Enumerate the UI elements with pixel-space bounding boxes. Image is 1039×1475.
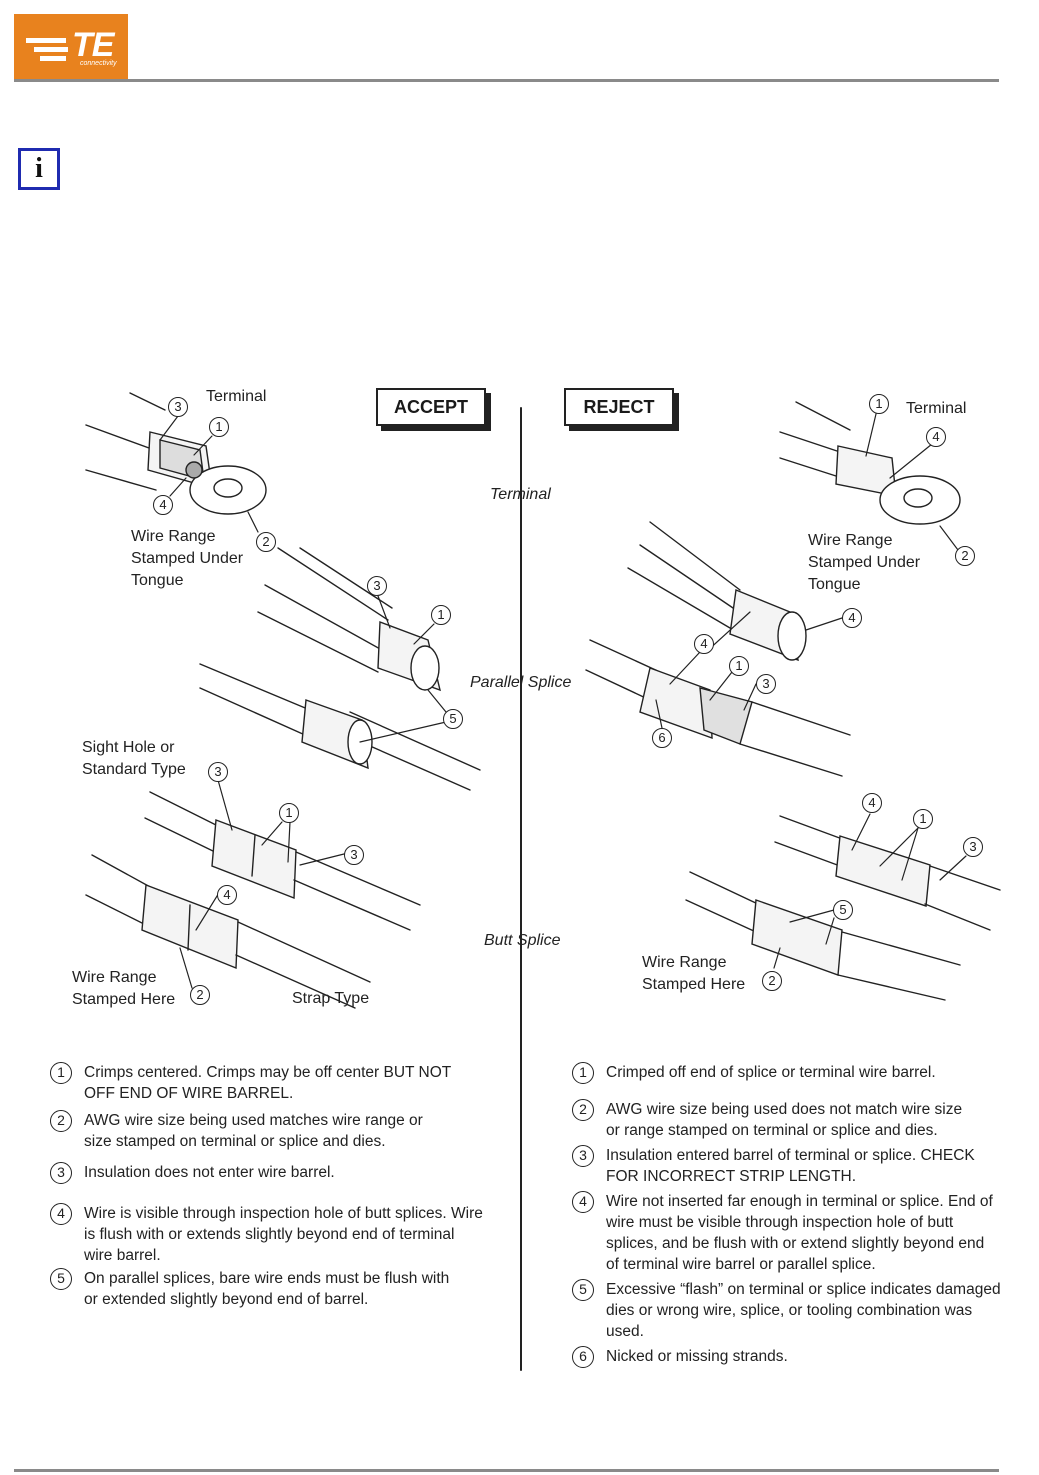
callout-1: 1 xyxy=(209,417,229,437)
callout-1: 1 xyxy=(431,605,451,625)
callout-1: 1 xyxy=(913,809,933,829)
note-number: 2 xyxy=(50,1110,72,1132)
logo-text: TE xyxy=(72,26,114,64)
note-text: Crimps centered. Crimps may be off cente… xyxy=(84,1064,452,1102)
info-glyph: i xyxy=(35,153,43,184)
callout-4: 4 xyxy=(926,427,946,447)
te-logo: TE connectivity xyxy=(14,14,128,79)
callout-4: 4 xyxy=(694,634,714,654)
note-text: Crimped off end of splice or terminal wi… xyxy=(606,1064,936,1081)
reject-terminal-title: Terminal xyxy=(906,400,967,417)
callout-1: 1 xyxy=(869,394,889,414)
logo-stripes xyxy=(26,38,68,61)
note-number: 5 xyxy=(50,1268,72,1290)
note-text: Insulation does not enter wire barrel. xyxy=(84,1164,335,1181)
callout-3: 3 xyxy=(168,397,188,417)
accept-parallel-splice-illustration xyxy=(199,547,481,791)
accept-banner: ACCEPT xyxy=(376,388,486,426)
callout-2: 2 xyxy=(955,546,975,566)
accept-wire-range-here: Wire Range Stamped Here xyxy=(72,969,176,1008)
accept-note-4: 4 Wire is visible through inspection hol… xyxy=(50,1203,510,1266)
note-number: 4 xyxy=(50,1203,72,1225)
note-text: Wire not inserted far enough in terminal… xyxy=(606,1193,993,1273)
accept-note-2: 2 AWG wire size being used matches wire … xyxy=(50,1110,510,1152)
callout-1: 1 xyxy=(279,803,299,823)
note-text: Excessive “flash” on terminal or splice … xyxy=(606,1281,1001,1340)
reject-note-4: 4 Wire not inserted far enough in termin… xyxy=(572,1191,1012,1275)
note-text: Nicked or missing strands. xyxy=(606,1348,788,1365)
note-number: 3 xyxy=(572,1145,594,1167)
callout-1: 1 xyxy=(729,656,749,676)
callout-3: 3 xyxy=(963,837,983,857)
accept-note-5: 5 On parallel splices, bare wire ends mu… xyxy=(50,1268,510,1310)
callout-5: 5 xyxy=(833,900,853,920)
accept-strap-type-label: Strap Type xyxy=(292,990,370,1007)
note-text: On parallel splices, bare wire ends must… xyxy=(84,1270,450,1308)
callout-5: 5 xyxy=(443,709,463,729)
header-rule xyxy=(14,79,999,82)
accept-terminal-title: Terminal xyxy=(206,388,267,405)
accept-strap-splice-illustration xyxy=(85,854,371,1009)
center-label-butt-splice: Butt Splice xyxy=(484,932,561,949)
callout-3: 3 xyxy=(756,674,776,694)
reject-butt-splice-illustration xyxy=(685,815,1001,1001)
callout-4: 4 xyxy=(217,885,237,905)
note-number: 4 xyxy=(572,1191,594,1213)
callout-2: 2 xyxy=(190,985,210,1005)
note-number: 6 xyxy=(572,1346,594,1368)
accept-terminal-illustration xyxy=(85,392,267,515)
info-icon: i xyxy=(18,148,60,190)
accept-sight-hole-label: Sight Hole or Standard Type xyxy=(82,739,186,778)
footer-rule xyxy=(14,1469,999,1472)
callout-2: 2 xyxy=(762,971,782,991)
reject-notes: 1 Crimped off end of splice or terminal … xyxy=(572,1062,1012,1368)
reject-note-1: 1 Crimped off end of splice or terminal … xyxy=(572,1062,1012,1084)
note-text: Wire is visible through inspection hole … xyxy=(84,1205,483,1264)
center-label-parallel-splice: Parallel Splice xyxy=(470,674,572,691)
reject-wire-range-tongue: Wire Range Stamped Under Tongue xyxy=(808,532,921,593)
note-number: 1 xyxy=(572,1062,594,1084)
reject-banner: REJECT xyxy=(564,388,674,426)
note-number: 2 xyxy=(572,1099,594,1121)
reject-parallel-splice-illustration xyxy=(585,521,851,777)
callout-3: 3 xyxy=(344,845,364,865)
callout-6: 6 xyxy=(652,728,672,748)
callout-4: 4 xyxy=(842,608,862,628)
note-text: AWG wire size being used does not match … xyxy=(606,1101,963,1139)
callout-3: 3 xyxy=(208,762,228,782)
reject-note-2: 2 AWG wire size being used does not matc… xyxy=(572,1099,1012,1141)
note-text: AWG wire size being used matches wire ra… xyxy=(84,1112,423,1150)
center-label-terminal: Terminal xyxy=(490,486,551,503)
accept-notes: 1 Crimps centered. Crimps may be off cen… xyxy=(50,1062,510,1310)
callout-leaders xyxy=(159,413,967,989)
reject-note-3: 3 Insulation entered barrel of terminal … xyxy=(572,1145,1012,1187)
note-number: 5 xyxy=(572,1279,594,1301)
note-number: 1 xyxy=(50,1062,72,1084)
reject-terminal-illustration xyxy=(779,401,961,525)
reject-note-6: 6 Nicked or missing strands. xyxy=(572,1346,1012,1368)
accept-note-3: 3 Insulation does not enter wire barrel. xyxy=(50,1162,510,1184)
callout-3: 3 xyxy=(367,576,387,596)
note-number: 3 xyxy=(50,1162,72,1184)
callout-4: 4 xyxy=(862,793,882,813)
note-text: Insulation entered barrel of terminal or… xyxy=(606,1147,975,1185)
logo-subtext: connectivity xyxy=(80,60,117,67)
reject-wire-range-here: Wire Range Stamped Here xyxy=(642,954,746,993)
accept-note-1: 1 Crimps centered. Crimps may be off cen… xyxy=(50,1062,510,1104)
reject-note-5: 5 Excessive “flash” on terminal or splic… xyxy=(572,1279,1012,1342)
accept-wire-range-tongue: Wire Range Stamped Under Tongue xyxy=(131,528,244,589)
callout-4: 4 xyxy=(153,495,173,515)
callout-2: 2 xyxy=(256,532,276,552)
